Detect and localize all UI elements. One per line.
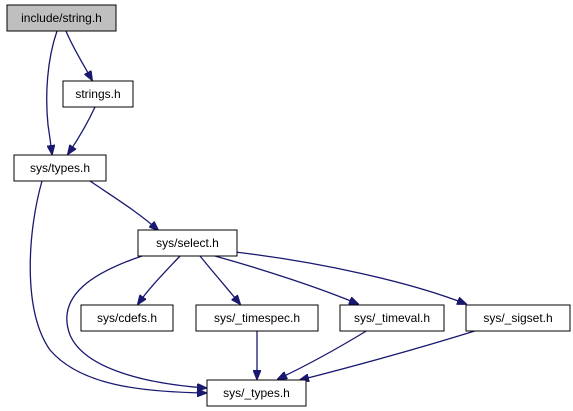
edge-sys-sigset-to-sys-underscore-types [300,329,479,380]
node-label: sys/cdefs.h [97,311,157,325]
node-label: sys/types.h [30,161,90,175]
edge-string-to-sys-types [46,30,58,154]
node-sys-select-h[interactable]: sys/select.h [137,229,238,257]
edge-sys-select-to-sys-timeval [214,255,358,304]
node-label: sys/_timespec.h [214,311,300,325]
node-sys-types-h[interactable]: sys/types.h [13,154,107,182]
node-sys-timeval-h[interactable]: sys/_timeval.h [339,304,445,332]
node-label: strings.h [75,87,120,101]
node-label: include/string.h [21,11,102,25]
edge-strings-to-sys-types [68,106,96,154]
nodes: include/string.h strings.h sys/types.h s… [6,4,571,407]
node-sys-timespec-h[interactable]: sys/_timespec.h [195,304,319,332]
node-sys-cdefs-h[interactable]: sys/cdefs.h [80,304,174,332]
node-sys-underscore-types-h[interactable]: sys/_types.h [206,379,307,407]
node-label: sys/_sigset.h [483,311,552,325]
edge-sys-select-to-sys-sigset [234,251,466,304]
edge-sys-select-to-sys-underscore-types [66,255,206,388]
node-label: sys/_timeval.h [354,311,430,325]
node-sys-sigset-h[interactable]: sys/_sigset.h [465,304,571,332]
edge-sys-select-to-sys-cdefs [138,255,181,304]
edges [29,30,479,393]
edge-sys-timeval-to-sys-underscore-types [278,329,369,379]
node-strings-h[interactable]: strings.h [62,80,134,108]
node-label: sys/select.h [156,236,219,250]
edge-sys-types-to-sys-underscore-types [29,180,206,393]
node-string-h[interactable]: include/string.h [6,4,117,32]
edge-sys-types-to-sys-select [89,180,158,230]
edge-string-to-strings [65,30,92,80]
node-label: sys/_types.h [223,386,290,400]
edge-sys-select-to-sys-timespec [199,255,240,304]
